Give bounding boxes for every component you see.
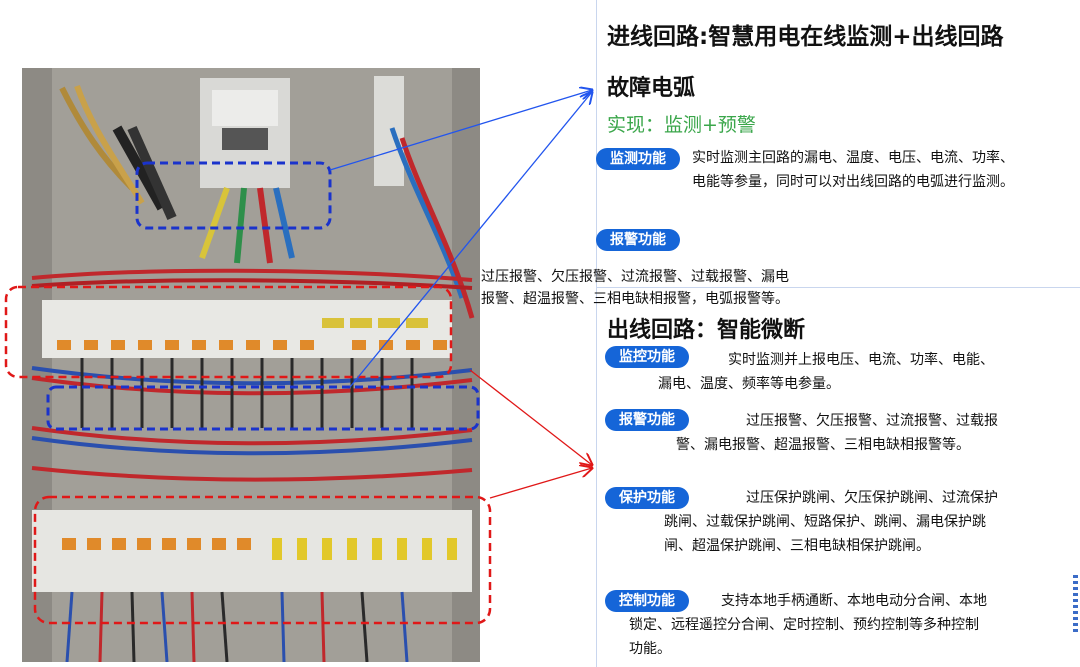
title-line2: 故障电弧 [607,76,696,101]
incoming-alarm-badge: 报警功能 [596,229,680,251]
outgoing-monitor-desc-2: 漏电、温度、频率等电参量。 [658,376,840,392]
divider-vertical [596,0,597,667]
outgoing-title: 出线回路：智能微断 [607,318,806,343]
outgoing-control-badge: 控制功能 [605,590,689,612]
outgoing-control-desc-1: 支持本地手柄通断、本地电动分合闸、本地 [721,593,987,609]
outgoing-control-desc: 支持本地手柄通断、本地电动分合闸、本地 锁定、远程遥控分合闸、定时控制、预约控制… [629,589,1074,661]
divider-horizontal [596,287,1080,288]
arrow-red-bottom [489,468,592,499]
outgoing-alarm-desc-2: 警、漏电报警、超温报警、三相电缺相报警等。 [676,437,970,453]
outgoing-alarm-desc: 过压报警、欠压报警、过流报警、过载报 警、漏电报警、超温报警、三相电缺相报警等。 [676,409,1071,457]
incoming-monitor-desc-2: 电能等参量，同时可以对出线回路的电弧进行监测。 [692,174,1014,190]
outgoing-control-desc-2: 锁定、远程遥控分合闸、定时控制、预约控制等多种控制 [629,617,979,633]
outgoing-monitor-badge: 监控功能 [605,346,689,368]
incoming-monitor-desc-1: 实时监测主回路的漏电、温度、电压、电流、功率、 [692,150,1014,166]
incoming-alarm-desc: 过压报警、欠压报警、过流报警、过载报警、漏电 报警、超温报警、三相电缺相报警，电… [481,266,861,310]
incoming-alarm-desc-2: 报警、超温报警、三相电缺相报警，电弧报警等。 [481,291,789,307]
outgoing-control-desc-3: 功能。 [629,641,671,657]
outgoing-protect-desc-3: 闸、超温保护跳闸、三相电缺相保护跳闸。 [664,538,930,554]
outgoing-monitor-desc: 实时监测并上报电压、电流、功率、电能、 漏电、温度、频率等电参量。 [658,348,1068,396]
outgoing-monitor-desc-1: 实时监测并上报电压、电流、功率、电能、 [728,352,994,368]
subtitle-implementation: 实现：监测+预警 [607,114,756,136]
outgoing-protect-desc: 过压保护跳闸、欠压保护跳闸、过流保护 跳闸、过载保护跳闸、短路保护、跳闸、漏电保… [664,486,1074,558]
outgoing-protect-desc-2: 跳闸、过载保护跳闸、短路保护、跳闸、漏电保护跳 [664,514,986,530]
outgoing-alarm-desc-1: 过压报警、欠压报警、过流报警、过载报 [746,413,998,429]
cabinet-photo-drawing [22,68,480,662]
scroll-indicator [1073,575,1078,635]
outgoing-protect-desc-1: 过压保护跳闸、欠压保护跳闸、过流保护 [746,490,998,506]
outgoing-protect-badge: 保护功能 [605,487,689,509]
incoming-monitor-desc: 实时监测主回路的漏电、温度、电压、电流、功率、 电能等参量，同时可以对出线回路的… [692,146,1072,194]
arrow-red-top [469,369,592,465]
cabinet-photo [22,68,480,662]
incoming-alarm-desc-1: 过压报警、欠压报警、过流报警、过载报警、漏电 [481,269,789,285]
incoming-monitor-badge: 监测功能 [596,148,680,170]
title-line1: 进线回路:智慧用电在线监测+出线回路 [607,24,1004,50]
outgoing-alarm-badge: 报警功能 [605,409,689,431]
